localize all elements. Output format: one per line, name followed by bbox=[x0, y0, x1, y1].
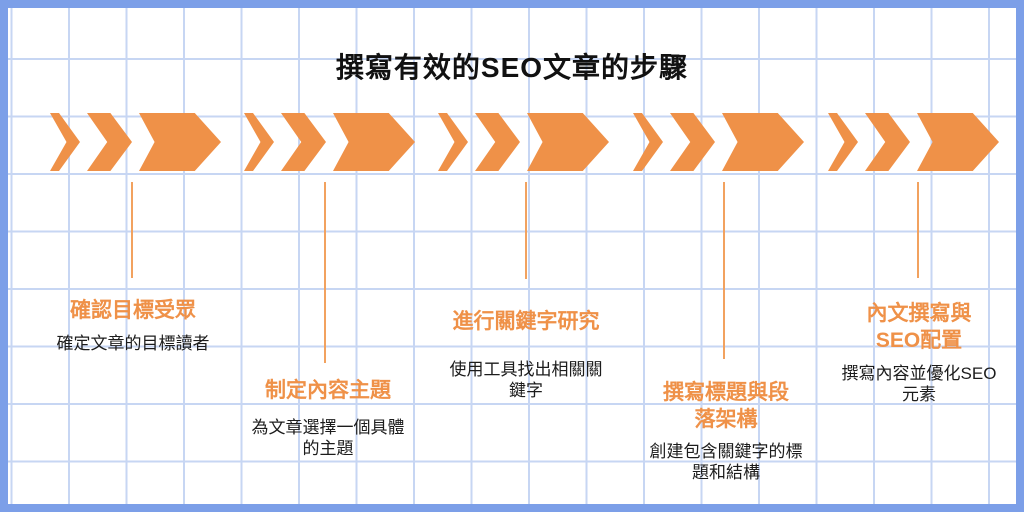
arrow-right-large-icon bbox=[139, 113, 221, 171]
step-4-marker bbox=[633, 113, 804, 171]
step-3-description: 使用工具找出相關關 鍵字 bbox=[449, 360, 603, 400]
step-5-title: 內文撰寫與 SEO配置 bbox=[866, 302, 972, 352]
chevron-right-medium-icon bbox=[865, 113, 910, 171]
chevron-right-medium-icon bbox=[87, 113, 132, 171]
step-1-description: 確定文章的目標讀者 bbox=[56, 334, 210, 353]
chevron-right-medium-icon bbox=[670, 113, 715, 171]
step-1-connector-line bbox=[131, 182, 133, 278]
step-5-connector-line bbox=[917, 182, 919, 278]
step-4-title: 撰寫標題與段 落架構 bbox=[663, 381, 789, 431]
chevron-right-small-icon bbox=[438, 113, 468, 171]
chevron-right-small-icon bbox=[828, 113, 858, 171]
chevron-right-medium-icon bbox=[475, 113, 520, 171]
step-4-connector-line bbox=[723, 182, 725, 359]
arrow-right-large-icon bbox=[527, 113, 609, 171]
step-1-title: 確認目標受眾 bbox=[70, 299, 196, 322]
page-title: 撰寫有效的SEO文章的步驟 bbox=[335, 52, 689, 83]
chevron-right-medium-icon bbox=[281, 113, 326, 171]
step-2-description: 為文章選擇一個具體 的主題 bbox=[251, 418, 405, 458]
arrow-right-large-icon bbox=[917, 113, 999, 171]
step-3-title: 進行關鍵字研究 bbox=[452, 310, 600, 333]
step-4-description: 創建包含關鍵字的標 題和結構 bbox=[649, 442, 803, 482]
step-2-connector-line bbox=[324, 182, 326, 363]
step-5-marker bbox=[828, 113, 999, 171]
chevron-right-small-icon bbox=[50, 113, 80, 171]
chevron-right-small-icon bbox=[244, 113, 274, 171]
step-3-connector-line bbox=[525, 182, 527, 279]
arrow-right-large-icon bbox=[333, 113, 415, 171]
step-2-title: 制定內容主題 bbox=[265, 379, 391, 402]
step-2-marker bbox=[244, 113, 415, 171]
arrow-right-large-icon bbox=[722, 113, 804, 171]
step-3-marker bbox=[438, 113, 609, 171]
step-5-description: 撰寫內容並優化SEO 元素 bbox=[841, 364, 997, 404]
chevron-right-small-icon bbox=[633, 113, 663, 171]
step-1-marker bbox=[50, 113, 221, 171]
